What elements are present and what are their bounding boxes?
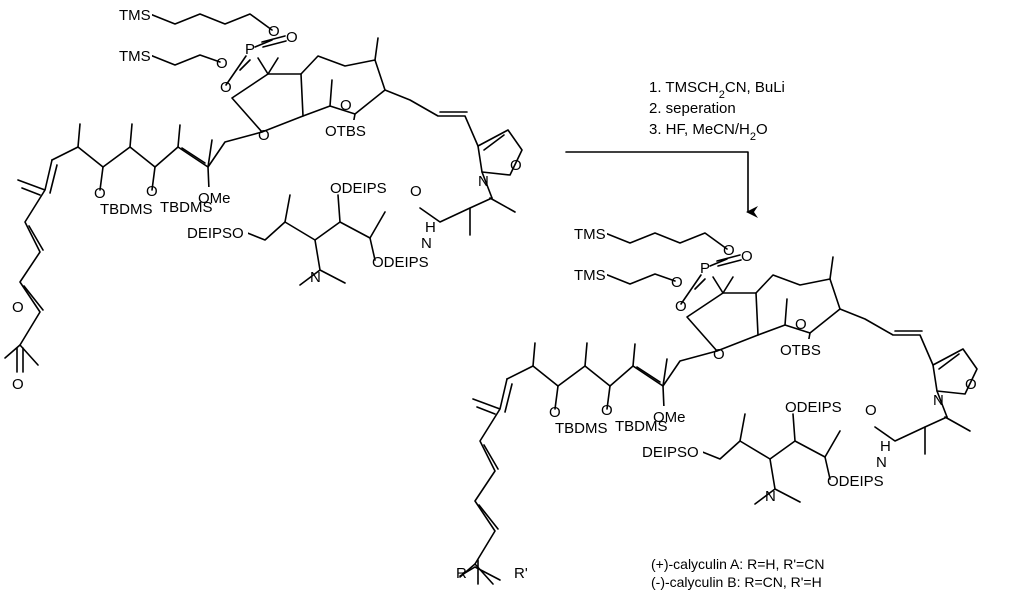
reagents: 1. TMSCH2CN, BuLi 2. seperation 3. HF, M… bbox=[649, 79, 785, 143]
p-tms-label-2: TMS bbox=[574, 267, 606, 284]
reagent-step3-subscript: 2 bbox=[750, 131, 756, 143]
oxazole-nitrogen: N bbox=[478, 173, 489, 190]
amide-oxygen: O bbox=[410, 183, 422, 200]
p-tbdms-label-1: TBDMS bbox=[615, 418, 668, 435]
product-labels: TMS TMS O O P O O O O OTBS O N OMe O TBD… bbox=[549, 223, 977, 505]
p-odeips-label-1: ODEIPS bbox=[785, 399, 842, 416]
p-odeips-label-2: ODEIPS bbox=[827, 473, 884, 490]
p-dimethylamine-n: N bbox=[765, 488, 776, 505]
p-otbs-label: OTBS bbox=[780, 342, 821, 359]
tbdms-label-2: TBDMS bbox=[100, 201, 153, 218]
svg-text:3. HF, MeCN/H2O: 3. HF, MeCN/H2O bbox=[649, 121, 768, 143]
amide-nh-h: H bbox=[425, 219, 436, 236]
p-amide-nh-h: H bbox=[880, 438, 891, 455]
svg-text:1. TMSCH2CN, BuLi: 1. TMSCH2CN, BuLi bbox=[649, 79, 785, 101]
reagent-step1: 1. TMSCH bbox=[649, 79, 719, 96]
p-ome-label: OMe bbox=[653, 409, 686, 426]
caption-calyculin-a: (+)-calyculin A: R=H, R'=CN bbox=[651, 556, 824, 572]
p-phosphorus: P bbox=[700, 260, 710, 277]
phosphate-o-3: O bbox=[220, 79, 232, 96]
reagent-step1-subscript: 2 bbox=[719, 89, 725, 101]
pyran-oxygen: O bbox=[340, 97, 352, 114]
r-prime-substituent: R' bbox=[514, 565, 528, 582]
tbdms-o-2: O bbox=[94, 185, 106, 202]
ketone-oxygen: O bbox=[12, 299, 24, 316]
tms-label-1: TMS bbox=[119, 7, 151, 24]
p-oxazole-oxygen: O bbox=[965, 376, 977, 393]
product: R R' bbox=[456, 232, 978, 585]
otbs-label: OTBS bbox=[325, 123, 366, 140]
reagent-step3: 3. HF, MeCN/H bbox=[649, 121, 750, 138]
p-tbdms-label-2: TBDMS bbox=[555, 420, 608, 437]
oxazole-oxygen: O bbox=[510, 157, 522, 174]
p-phosphate-o-2: O bbox=[671, 274, 683, 291]
p-deipso-label: DEIPSO bbox=[642, 444, 699, 461]
carbonyl-oxygen: O bbox=[12, 376, 24, 393]
tbdms-o-1: O bbox=[146, 183, 158, 200]
p-amide-nh-n: N bbox=[876, 454, 887, 471]
p-amide-oxygen: O bbox=[865, 402, 877, 419]
p-oxazole-nitrogen: N bbox=[933, 392, 944, 409]
dimethylamine-n: N bbox=[310, 269, 321, 286]
thf-oxygen: O bbox=[258, 127, 270, 144]
p-tbdms-o-2: O bbox=[549, 404, 561, 421]
starting-material: O O bbox=[4, 13, 523, 393]
phosphate-o-2: O bbox=[216, 55, 228, 72]
p-phosphate-o-3: O bbox=[675, 298, 687, 315]
r-substituent: R bbox=[456, 565, 467, 582]
ome-label: OMe bbox=[198, 190, 231, 207]
p-phosphate-o-1: O bbox=[723, 242, 735, 259]
phosphate-oxo: O bbox=[286, 29, 298, 46]
tms-label-2: TMS bbox=[119, 48, 151, 65]
odeips-label-2: ODEIPS bbox=[372, 254, 429, 271]
amide-nh-n: N bbox=[421, 235, 432, 252]
reagent-step2: 2. seperation bbox=[649, 100, 736, 117]
p-tbdms-o-1: O bbox=[601, 402, 613, 419]
phosphate-o-1: O bbox=[268, 23, 280, 40]
p-thf-oxygen: O bbox=[713, 346, 725, 363]
deipso-label: DEIPSO bbox=[187, 225, 244, 242]
reagent-step3-tail: O bbox=[756, 121, 768, 138]
product-captions: (+)-calyculin A: R=H, R'=CN (-)-calyculi… bbox=[651, 556, 824, 590]
caption-calyculin-b: (-)-calyculin B: R=CN, R'=H bbox=[651, 574, 822, 590]
p-tms-label-1: TMS bbox=[574, 226, 606, 243]
sm-labels: TMS TMS O O P O O O O OTBS O N OMe O TBD… bbox=[94, 4, 522, 286]
odeips-label-1: ODEIPS bbox=[330, 180, 387, 197]
p-phosphate-oxo: O bbox=[741, 248, 753, 265]
p-pyran-oxygen: O bbox=[795, 316, 807, 333]
reagent-step1-tail: CN, BuLi bbox=[725, 79, 785, 96]
reaction-arrow bbox=[565, 151, 758, 218]
phosphorus: P bbox=[245, 41, 255, 58]
tbdms-label-1: TBDMS bbox=[160, 199, 213, 216]
